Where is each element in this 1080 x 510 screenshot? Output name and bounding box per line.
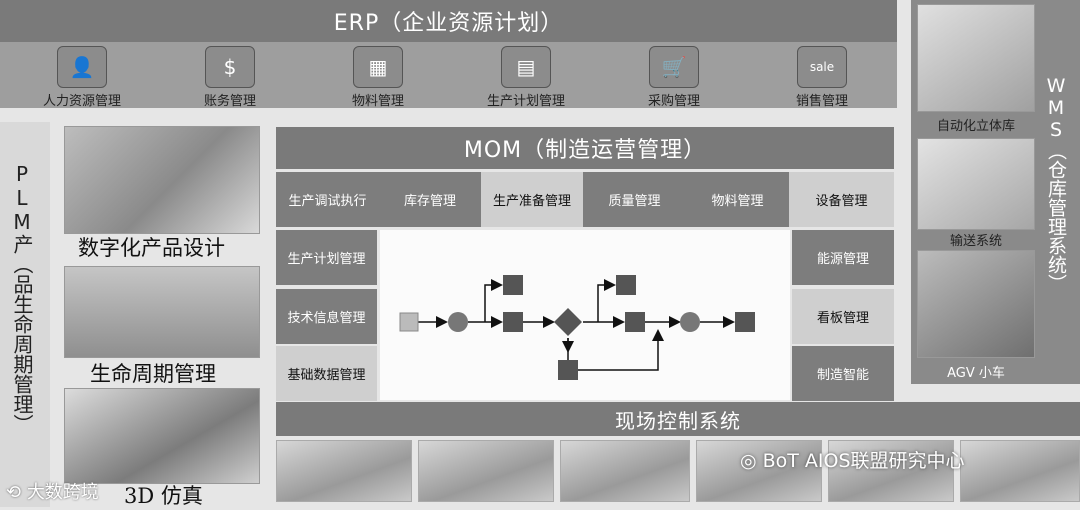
wms-caption-storage: 自动化立体库: [917, 115, 1035, 134]
erp-item-label: 人力资源管理: [22, 90, 142, 109]
wms-agv-image: [917, 250, 1035, 358]
control-image-3: [560, 440, 690, 502]
flow-node-5: [625, 312, 645, 332]
control-title-bar: 现场控制系统: [276, 402, 1080, 436]
plm-title: PLM产（品生命周期管理）: [12, 162, 32, 434]
person-icon: 👤: [57, 46, 107, 88]
sale-bag-icon: sale: [797, 46, 847, 88]
boxes-icon: ▦: [353, 46, 403, 88]
mom-left-cell: 技术信息管理: [276, 289, 377, 344]
wechat-icon: ◎: [740, 450, 763, 472]
erp-item: 👤 人力资源管理: [22, 46, 142, 106]
erp-title-bar: ERP（企业资源计划）: [0, 0, 897, 42]
plm-lifecycle-image: [64, 266, 260, 358]
flow-node-1: [503, 275, 523, 295]
mom-right-cell: 能源管理: [792, 230, 894, 285]
watermark-left-text: 大数跨境: [27, 482, 99, 503]
mom-top-cell: 库存管理: [379, 172, 481, 227]
flow-decision-diamond: [554, 308, 582, 336]
flow-start-node: [400, 313, 418, 331]
plm-design-image: [64, 126, 260, 234]
watermark-left: ⟲ 大数跨境: [6, 478, 99, 504]
mom-title-bar: MOM（制造运营管理）: [276, 127, 894, 169]
control-image-2: [418, 440, 554, 502]
mom-top-cell: 设备管理: [789, 172, 894, 227]
mom-title: MOM（制造运营管理）: [464, 132, 706, 164]
mom-flow-area: [380, 230, 790, 400]
flow-process-circle-1: [448, 312, 468, 332]
plm-caption-design: 数字化产品设计: [78, 232, 225, 262]
mom-top-cell: 物料管理: [686, 172, 789, 227]
control-image-6: [960, 440, 1080, 502]
plm-title-bar: PLM产（品生命周期管理）: [0, 122, 50, 507]
flow-node-3: [558, 360, 578, 380]
wms-storage-image: [917, 4, 1035, 112]
wms-conveyor-image: [917, 138, 1035, 230]
erp-item: sale 销售管理: [762, 46, 882, 106]
document-icon: ▤: [501, 46, 551, 88]
mom-top-cell: 质量管理: [583, 172, 686, 227]
flow-node-2: [503, 312, 523, 332]
control-title: 现场控制系统: [615, 405, 741, 434]
mom-flow-diagram: [380, 230, 790, 400]
flow-end-node: [735, 312, 755, 332]
mom-right-cell: 看板管理: [792, 289, 894, 344]
mom-left-cell: 生产计划管理: [276, 230, 377, 285]
plm-caption-simulation: 3D 仿真: [124, 480, 203, 510]
mom-top-cell: 生产准备管理: [481, 172, 583, 227]
erp-item-label: 物料管理: [318, 90, 438, 109]
flow-process-circle-2: [680, 312, 700, 332]
erp-item: ▦ 物料管理: [318, 46, 438, 106]
plm-caption-lifecycle: 生命周期管理: [90, 358, 216, 388]
erp-item-label: 采购管理: [614, 90, 734, 109]
flow-node-4: [616, 275, 636, 295]
erp-item: $ 账务管理: [170, 46, 290, 106]
watermark-left-logo-icon: ⟲: [6, 482, 27, 503]
erp-item: 🛒 采购管理: [614, 46, 734, 106]
erp-item-label: 生产计划管理: [466, 90, 586, 109]
money-bag-icon: $: [205, 46, 255, 88]
plm-simulation-image: [64, 388, 260, 484]
watermark-right: ◎ BoT AIOS联盟研究中心: [740, 446, 965, 473]
wms-caption-conveyor: 输送系统: [917, 230, 1035, 249]
erp-item-label: 销售管理: [762, 90, 882, 109]
erp-title: ERP（企业资源计划）: [334, 5, 563, 37]
mom-top-cell: 生产调试执行: [276, 172, 379, 227]
erp-item: ▤ 生产计划管理: [466, 46, 586, 106]
mom-left-cell: 基础数据管理: [276, 346, 377, 401]
wms-title: WMS（仓库管理系统）: [1046, 75, 1065, 293]
watermark-right-text: BoT AIOS联盟研究中心: [763, 450, 965, 472]
control-image-1: [276, 440, 412, 502]
wms-caption-agv: AGV 小车: [917, 362, 1035, 381]
erp-item-label: 账务管理: [170, 90, 290, 109]
mom-right-cell: 制造智能: [792, 346, 894, 401]
shopping-cart-icon: 🛒: [649, 46, 699, 88]
